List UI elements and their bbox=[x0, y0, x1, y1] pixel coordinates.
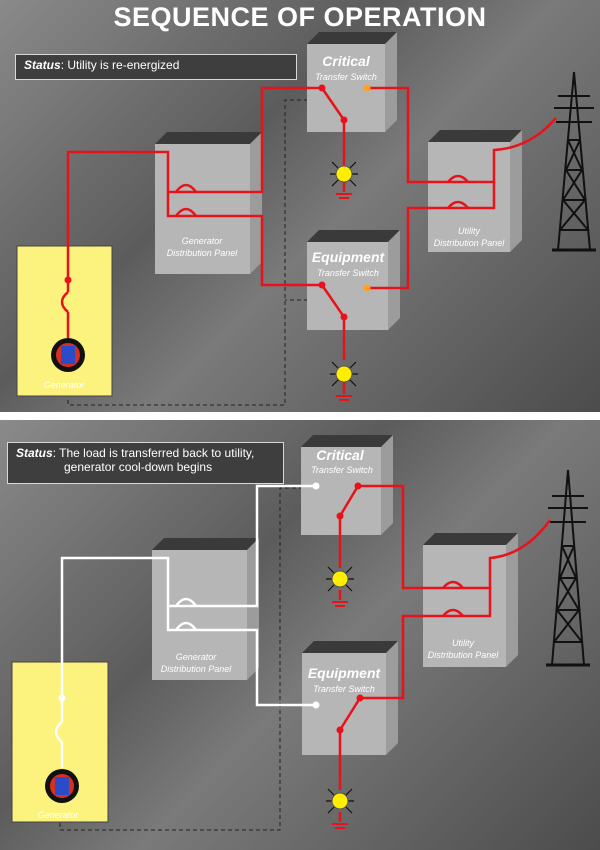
gdp-label-line1: Generator bbox=[176, 652, 218, 662]
critical-label: Critical bbox=[322, 53, 371, 69]
sequence-panel-1: SEQUENCE OF OPERATION Status: Utility is… bbox=[0, 0, 600, 412]
lamp-icon bbox=[330, 161, 358, 199]
generator-icon bbox=[51, 338, 85, 372]
status-box: Status: The load is transferred back to … bbox=[7, 442, 284, 484]
contact-dot bbox=[312, 701, 320, 709]
utility-side-wiring bbox=[338, 484, 552, 822]
generator-side-wiring bbox=[60, 86, 322, 338]
equipment-transfer-switch bbox=[307, 230, 400, 330]
utility-side-wiring bbox=[320, 86, 557, 394]
contact-dot bbox=[336, 512, 344, 520]
generator-side-wiring bbox=[54, 484, 316, 768]
lamp-icon bbox=[330, 361, 358, 401]
gdp-label-line2: Distribution Panel bbox=[167, 248, 239, 258]
contact-dot bbox=[318, 84, 326, 92]
udp-label-line1: Utility bbox=[458, 226, 480, 236]
utility-distribution-panel bbox=[423, 533, 518, 667]
contact-dot bbox=[318, 281, 326, 289]
gdp-label-line1: Generator bbox=[182, 236, 224, 246]
gdp-label-line2: Distribution Panel bbox=[161, 664, 233, 674]
udp-label-line1: Utility bbox=[452, 638, 474, 648]
transfer-switch-label: Transfer Switch bbox=[311, 465, 373, 475]
control-wire bbox=[67, 99, 315, 406]
critical-transfer-switch bbox=[307, 32, 397, 132]
status-box: Status: Utility is re-energized bbox=[15, 54, 297, 80]
contact-dot bbox=[354, 482, 362, 490]
generator-box bbox=[16, 245, 113, 397]
transfer-switch-label: Transfer Switch bbox=[313, 684, 375, 694]
transfer-switch-label: Transfer Switch bbox=[315, 72, 377, 82]
status-key: Status bbox=[24, 58, 61, 72]
contact-dot bbox=[363, 84, 371, 92]
critical-label: Critical bbox=[316, 447, 365, 463]
status-text-line2: generator cool-down begins bbox=[64, 460, 213, 474]
generator-icon bbox=[45, 769, 79, 803]
page-title: SEQUENCE OF OPERATION bbox=[113, 2, 487, 32]
transmission-tower-icon bbox=[552, 71, 596, 252]
status-text: Utility is re-energized bbox=[67, 58, 180, 72]
contact-dot bbox=[64, 276, 72, 284]
transmission-tower-icon bbox=[546, 469, 590, 667]
udp-label-line2: Distribution Panel bbox=[434, 238, 506, 248]
status-key: Status bbox=[16, 446, 53, 460]
lamp-icon bbox=[326, 566, 354, 607]
sequence-panel-2: Status: The load is transferred back to … bbox=[0, 420, 600, 850]
control-wire bbox=[59, 487, 310, 831]
contact-dot bbox=[58, 694, 66, 702]
contact-dot bbox=[356, 694, 364, 702]
lamp-icon bbox=[326, 788, 354, 829]
equipment-label: Equipment bbox=[312, 249, 386, 265]
utility-distribution-panel bbox=[428, 130, 522, 252]
equipment-label: Equipment bbox=[308, 665, 382, 681]
contact-dot bbox=[336, 726, 344, 734]
contact-dot bbox=[340, 313, 348, 321]
status-text-line1: The load is transferred back to utility, bbox=[59, 446, 255, 460]
generator-label: Generator bbox=[44, 380, 86, 390]
one-line-diagram: Critical Transfer Switch Equipment Trans… bbox=[11, 435, 590, 831]
generator-label: Generator bbox=[38, 810, 80, 820]
transfer-switch-label: Transfer Switch bbox=[317, 268, 379, 278]
contact-dot bbox=[312, 482, 320, 490]
generator-distribution-panel bbox=[155, 132, 262, 274]
one-line-diagram: Critical Transfer Switch Equipment Trans… bbox=[16, 32, 596, 406]
udp-label-line2: Distribution Panel bbox=[428, 650, 500, 660]
contact-dot bbox=[363, 284, 371, 292]
contact-dot bbox=[340, 116, 348, 124]
